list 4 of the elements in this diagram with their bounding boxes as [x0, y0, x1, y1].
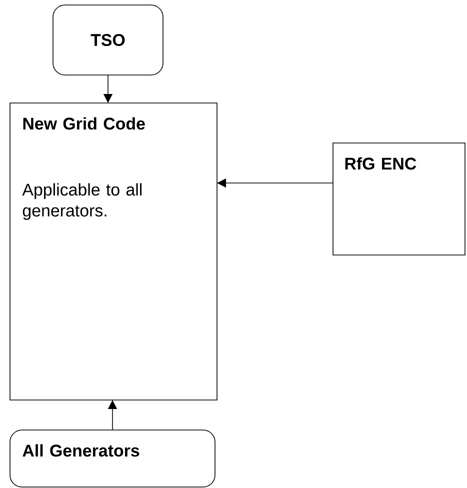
process-box: RfG ENC	[332, 142, 466, 256]
rounded-box: TSO	[52, 4, 164, 76]
rounded-box: All Generators	[10, 430, 216, 488]
process-box: New Grid Code Applicable to all generators.	[10, 102, 218, 400]
